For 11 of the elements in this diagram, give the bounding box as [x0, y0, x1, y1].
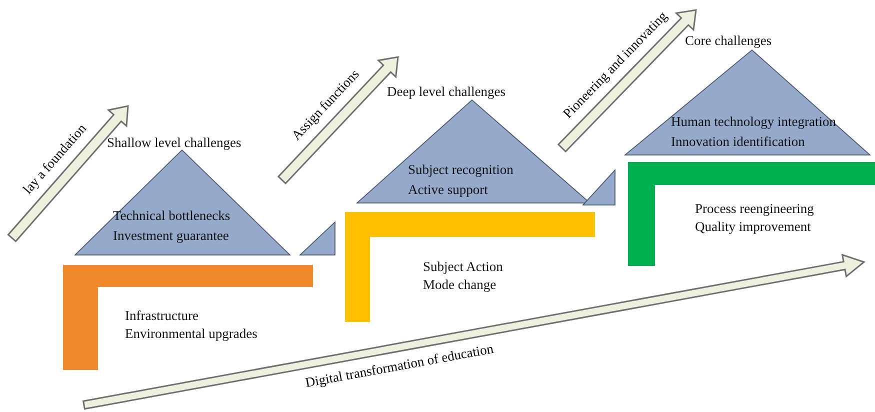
stage-text: Infrastructure Environmental upgrades [125, 307, 258, 343]
stage-text: Subject recognition Active support [408, 161, 514, 199]
stage-text: Process reengineering Quality improvement [695, 200, 815, 236]
stage-heading: Core challenges [685, 32, 773, 50]
block-arrow [557, 9, 697, 153]
stage-text: Subject Action Mode change [423, 258, 504, 294]
arrow-label: Digital transformation of education [304, 340, 494, 391]
stage-text: Human technology integration Innovation identification [671, 113, 837, 151]
stage-text: Technical bottlenecks Investment guarantee [113, 207, 232, 245]
block-arrow [277, 56, 399, 184]
block-arrow [7, 105, 129, 242]
